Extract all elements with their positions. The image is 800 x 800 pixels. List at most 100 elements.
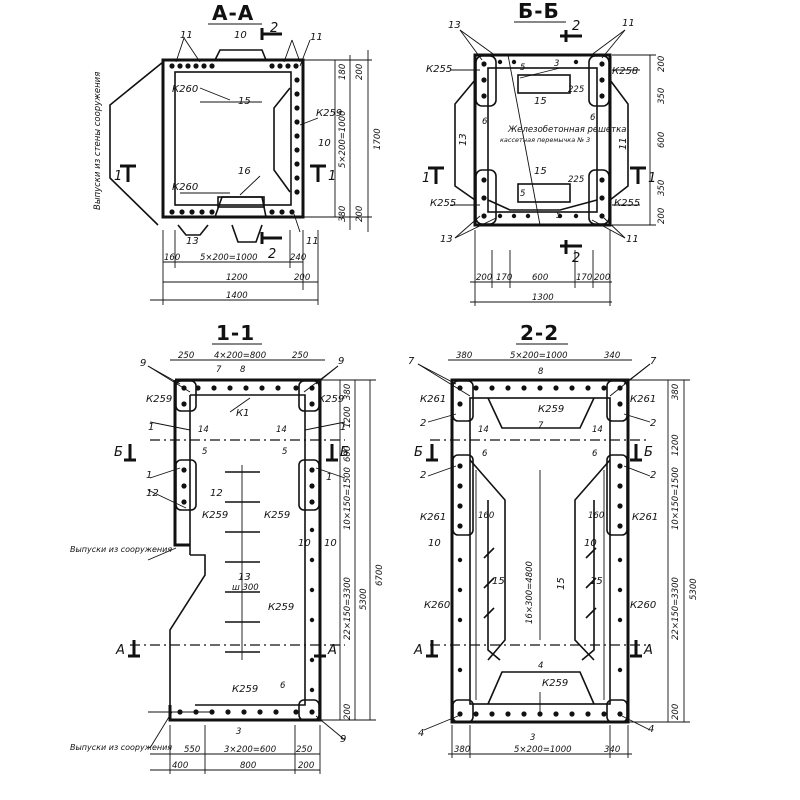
aa-label-10r: 10 [318,138,331,149]
s11-label-7: 7 [216,365,222,375]
aa-dim-r1700: 1700 [373,128,383,150]
s11-label-12b: 12 [210,488,223,499]
s22-outer-wall [450,378,630,724]
bb-cut-1-left: 1 [422,171,430,186]
bb-label-6a: 6 [482,117,488,127]
bb-label-225a: 225 [568,85,584,95]
s11-label-6: 6 [280,681,286,691]
s22-dim-r1200: 1200 [671,434,681,456]
bb-label-15b: 15 [534,166,547,177]
bb-dim-r350b: 350 [657,180,667,196]
s11-label-5a: 5 [202,447,207,457]
s11-cut-a-left: А [115,643,125,658]
bb-dim-r350a: 350 [657,88,667,104]
section-11: 1-1 [70,321,385,774]
s11-dim-r6700: 6700 [375,564,385,586]
bb-label-13b: 13 [458,133,469,146]
s22-label-k261c: К261 [420,512,446,523]
aa-dim-5x200: 5×200=1000 [200,253,258,263]
s11-inner-wall [190,394,306,706]
section-aa-title: А-А [212,1,254,25]
bb-cut-1-right: 1 [648,171,656,186]
s22-label-7a: 7 [408,356,415,367]
s22-label-4b: 4 [648,724,654,735]
aa-top-bump [214,49,267,61]
aa-label-10: 10 [234,30,247,41]
s22-label-4a: 4 [418,728,424,739]
s11-dim-400: 400 [172,761,188,771]
aa-label-k259: К259 [316,108,342,119]
s11-cut-b-left: Б [114,445,123,460]
s22-label-2a: 2 [420,418,426,429]
s11-label-k259c: К259 [202,510,228,521]
s22-label-15a: 15 [492,576,505,587]
s22-label-7c: 7 [538,421,544,431]
bb-dim-r200a: 200 [657,56,667,72]
bb-cut-2: 2 [572,19,580,34]
aa-cut-2-top: 2 [270,21,278,36]
bb-label-k255b: К255 [430,198,456,209]
aa-side-bracket [109,61,164,226]
bb-note2: кассетная перемычка № 3 [500,136,590,144]
aa-rebar-top [169,63,299,69]
s11-dim-top-250a: 250 [178,351,194,361]
s11-dim-r10x150: 10×150=1500 [343,467,353,530]
bb-dim-r200b: 200 [657,208,667,224]
bb-dim-200a: 200 [476,273,492,283]
section-22-title: 2-2 [520,321,559,345]
aa-label-k260a: К260 [172,84,198,95]
section-bb: Б-Б 13 [422,0,667,306]
s22-label-3: 3 [530,733,535,743]
aa-side-note: Выпуски из стены сооружения [93,72,103,210]
bb-left-bump [454,79,476,201]
s22-dim-top-5x200: 5×200=1000 [510,351,568,361]
s22-dim-top-380: 380 [456,351,472,361]
s22-dim-5x200: 5×200=1000 [514,745,572,755]
s11-label-14b: 14 [276,425,287,435]
s11-label-5b: 5 [282,447,287,457]
aa-dim-r380: 380 [338,206,348,222]
s22-dim-r200: 200 [671,704,681,720]
s22-cut-a-left: А [413,643,423,658]
s11-label-9a: 9 [140,358,146,369]
s11-dim-top-250b: 250 [292,351,308,361]
s22-label-k259b: К259 [542,678,568,689]
aa-dim-1200: 1200 [226,273,248,283]
s22-label-2c: 2 [420,470,426,481]
aa-label-16: 16 [238,166,251,177]
bb-dim-1300: 1300 [532,293,554,303]
aa-label-k260b: К260 [172,182,198,193]
s22-label-160a: 160 [478,511,494,521]
s11-label-k259d: К259 [264,510,290,521]
s11-dim-550: 550 [184,745,200,755]
bb-label-k258: К258 [612,66,638,77]
aa-dim-r5x200: 5×200=1000 [338,110,348,168]
s11-dim-250: 250 [296,745,312,755]
bb-inner-wall [487,67,598,213]
s11-label-k259a: К259 [146,394,172,405]
aa-cut-1-left: 1 [114,169,122,184]
s11-label-1b: 1 [340,422,346,433]
s11-dim-top-4x200: 4×200=800 [214,351,266,361]
s22-dim-380: 380 [454,745,470,755]
s11-label-13: 13 [238,572,251,583]
s11-label-3: 3 [236,727,241,737]
aa-label-11c: 11 [306,236,319,247]
aa-rebar-bottom [169,209,295,215]
bb-label-6b: 6 [590,113,596,123]
aa-dim-160: 160 [164,253,180,263]
s11-label-k259f: К259 [232,684,258,695]
aa-dim-r200a: 200 [355,64,365,80]
s11-note-v2: Выпуски из сооружения [70,743,172,752]
bb-label-5b: 5 [520,189,525,199]
s11-label-9c: 9 [340,734,346,745]
s22-label-14b: 14 [592,425,603,435]
bb-label-15: 15 [534,96,547,107]
s22-label-14a: 14 [478,425,489,435]
s11-dim-r200: 200 [343,704,353,720]
aa-label-15: 15 [238,96,251,107]
aa-inner-wall [174,71,292,206]
aa-dim-240: 240 [290,253,306,263]
s22-label-15b: 15 [556,577,567,590]
s22-label-k261d: К261 [632,512,658,523]
